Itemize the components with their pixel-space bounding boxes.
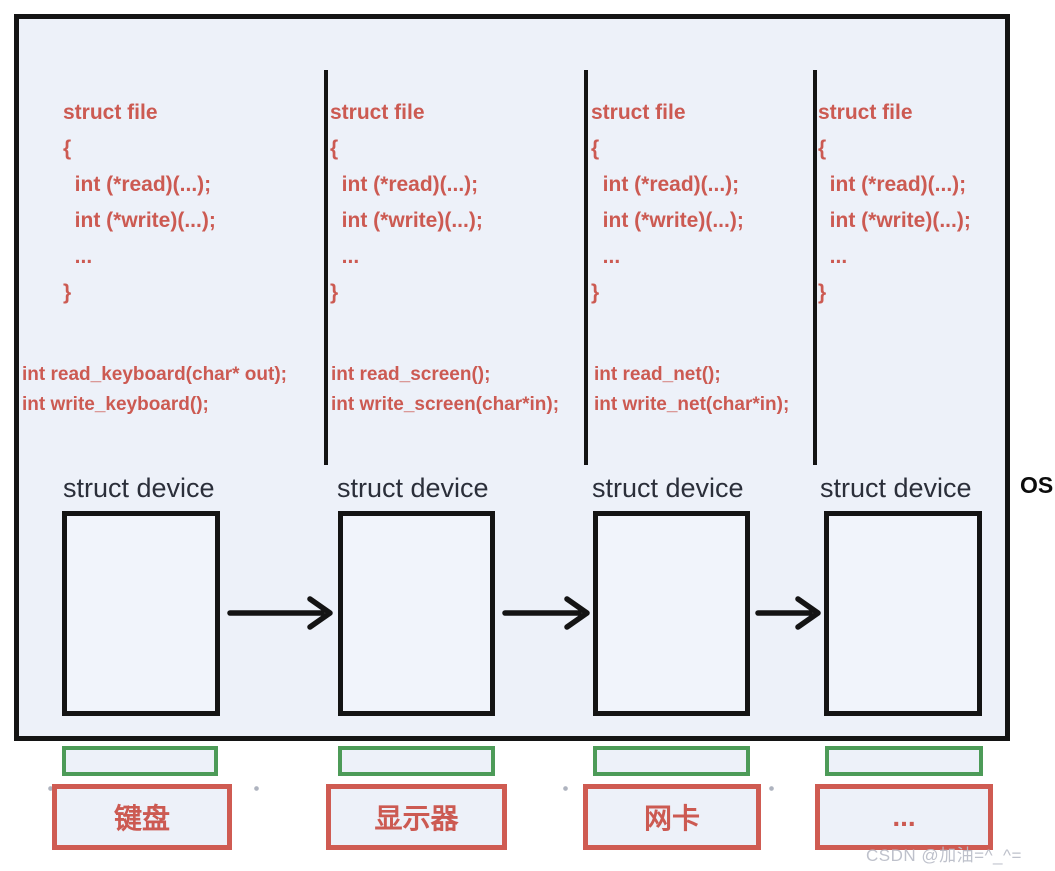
device-port-bar [62, 746, 218, 776]
device-struct-box [824, 511, 982, 716]
hardware-box-net: 网卡 [583, 784, 761, 850]
hardware-label: 显示器 [374, 803, 459, 834]
watermark: CSDN @加油=^_^= [866, 846, 1022, 865]
file-struct-code: struct file { int (*read)(...); int (*wr… [330, 101, 483, 304]
driver-functions-keyboard: int read_keyboard(char* out); int write_… [22, 364, 287, 415]
driver-functions-net: int read_net(); int write_net(char*in); [594, 364, 790, 415]
hardware-box-keyboard: 键盘 [52, 784, 232, 850]
column-separator-line [324, 70, 328, 465]
driver-functions-screen: int read_screen(); int write_screen(char… [331, 364, 560, 415]
column-separator-line [813, 70, 817, 465]
device-struct-label: struct device [63, 473, 215, 503]
device-struct-label: struct device [820, 473, 972, 503]
hardware-label: ... [892, 801, 916, 832]
device-struct-box [593, 511, 750, 716]
device-struct-label: struct device [592, 473, 744, 503]
device-port-bar [338, 746, 495, 776]
file-struct-code: struct file { int (*read)(...); int (*wr… [63, 101, 216, 304]
arrow-right-icon [755, 596, 821, 630]
device-struct-box [338, 511, 495, 716]
device-struct-label: struct device [337, 473, 489, 503]
os-label: OS [1020, 472, 1054, 498]
hardware-box-screen: 显示器 [326, 784, 507, 850]
hardware-label: 键盘 [113, 803, 170, 834]
hardware-label: 网卡 [643, 803, 700, 834]
device-port-bar [825, 746, 983, 776]
file-struct-code: struct file { int (*read)(...); int (*wr… [591, 101, 744, 304]
arrow-right-icon [502, 596, 590, 630]
device-port-bar [593, 746, 750, 776]
arrow-right-icon [227, 596, 333, 630]
file-struct-code: struct file { int (*read)(...); int (*wr… [818, 101, 971, 304]
hardware-box-other: ... [815, 784, 993, 850]
column-separator-line [584, 70, 588, 465]
device-struct-box [62, 511, 220, 716]
